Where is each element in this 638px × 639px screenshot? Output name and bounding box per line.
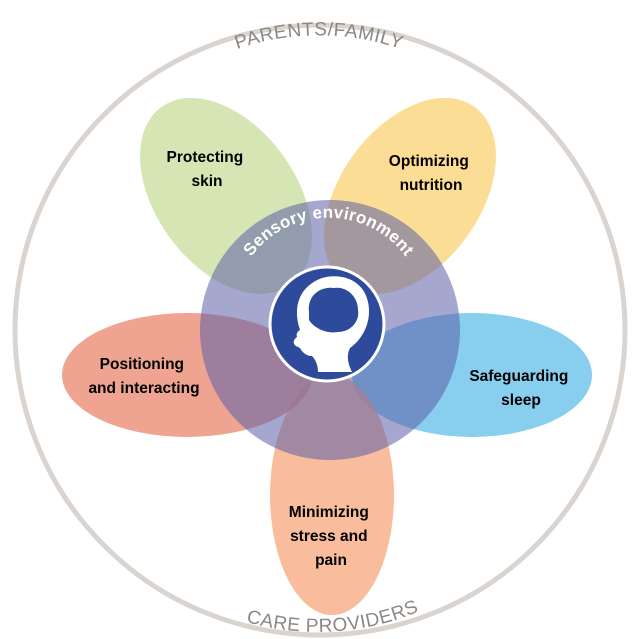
brain-shape [308, 287, 359, 333]
label-optimizing-nutrition: Optimizing nutrition [389, 153, 473, 194]
label-positioning-interacting: Positioning and interacting [88, 356, 199, 397]
label-minimizing-stress: Minimizing stress and pain [289, 504, 373, 569]
label-protecting-skin: Protecting skin [167, 149, 248, 190]
label-safeguarding-sleep: Safeguarding sleep [469, 368, 572, 409]
outer-ring [12, 22, 628, 638]
parents-family-label: PARENTS/FAMILY [232, 19, 406, 54]
